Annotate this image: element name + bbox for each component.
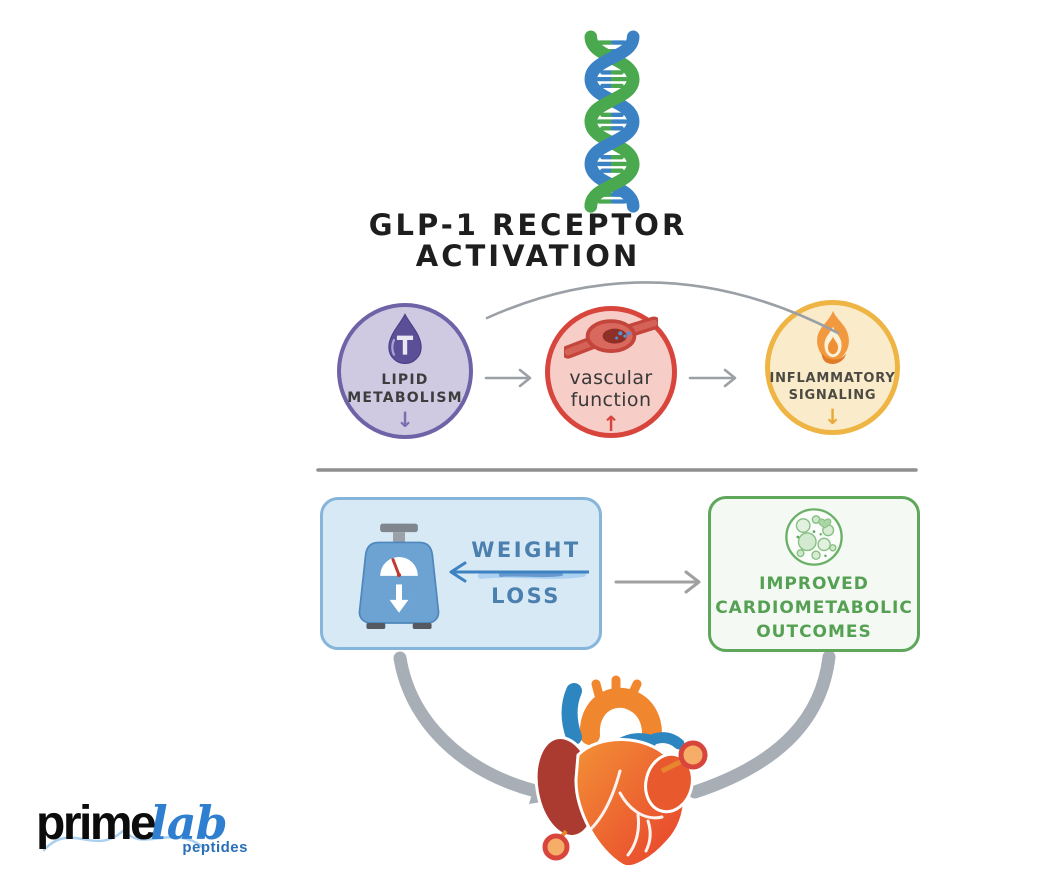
logo-subtext-peptides: peptides [182,839,248,856]
logo-word-lab: lab [150,796,227,850]
flame-icon [807,308,859,368]
logo-word-prime: prime [36,797,157,850]
trend-down-arrow: ↓ [396,407,414,432]
weight-loss-label-line1: WEIGHT [471,538,581,562]
title-line2: ACTIVATION [415,239,641,273]
weight-loss-left-arrow [441,560,599,584]
node-label-line2: SIGNALING [788,387,877,403]
node-label-line1: vascular [569,367,653,389]
logo-scribble-decoration [42,828,206,852]
node-label: LIPID METABOLISM [347,371,463,407]
node-label-line1: LIPID [381,371,429,388]
cardio-label-line2: CARDIOMETABOLIC [715,598,913,618]
primelab-logo: primelab peptides [36,796,248,876]
flow-arrow-right-1 [484,368,532,388]
title-line1: GLP-1 RECEPTOR [368,208,688,242]
node-lipid-metabolism: LIPID METABOLISM ↓ [337,303,473,439]
cardio-box-label: IMPROVED CARDIOMETABOLIC OUTCOMES [715,572,913,644]
blood-vessel-icon [564,309,658,367]
weight-loss-label-line2: LOSS [491,584,561,608]
weighing-scale-icon [351,513,447,637]
node-vascular-function: vascular function ↑ [545,306,677,438]
cardio-label-line3: OUTCOMES [756,622,872,642]
boxes-flow-arrow [614,570,701,594]
node-label-line1: INFLAMMATORY [769,370,896,386]
node-label-line2: METABOLISM [347,389,463,406]
flow-arrow-right-2 [688,368,737,388]
node-label: vascular function [569,367,652,411]
droplet-t-icon [383,312,427,368]
dna-helix-icon [584,30,640,213]
trend-up-arrow: ↑ [602,412,620,436]
cardio-label-line1: IMPROVED [759,574,869,594]
cardiometabolic-outcomes-box: IMPROVED CARDIOMETABOLIC OUTCOMES [708,496,920,652]
thick-curved-arrow-right [688,650,836,799]
anatomical-heart-icon [534,675,708,868]
node-inflammatory-signaling: INFLAMMATORY SIGNALING ↓ [765,300,900,435]
page-title: GLP-1 RECEPTOR ACTIVATION [0,210,1056,272]
cells-icon [783,506,845,568]
trend-down-arrow: ↓ [823,404,842,429]
node-label: INFLAMMATORY SIGNALING [769,370,895,404]
node-label-line2: function [570,389,652,411]
weight-loss-box: WEIGHT LOSS [320,497,602,650]
